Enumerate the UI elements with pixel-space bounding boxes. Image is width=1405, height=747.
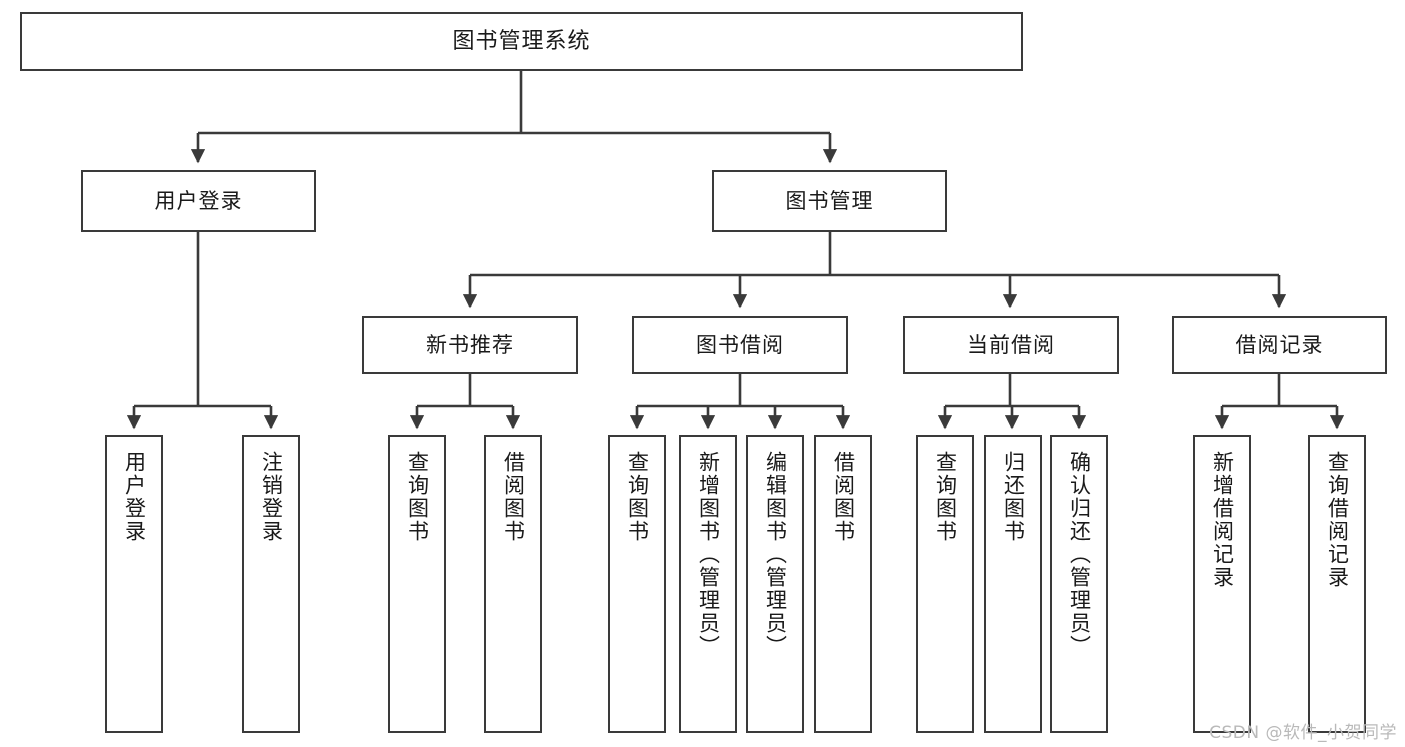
leaf-return-book[interactable]: 归还图书 <box>984 435 1042 733</box>
node-root-label: 图书管理系统 <box>452 28 591 54</box>
node-book-borrow[interactable]: 图书借阅 <box>632 316 848 374</box>
node-new-book-recommend-label: 新书推荐 <box>426 332 514 357</box>
leaf-query-record[interactable]: 查询借阅记录 <box>1308 435 1366 733</box>
node-new-book-recommend[interactable]: 新书推荐 <box>362 316 578 374</box>
leaf-confirm-return-label: 确认归还（管理员） <box>1067 451 1092 658</box>
node-book-manage-label: 图书管理 <box>785 188 874 213</box>
leaf-edit-book-label: 编辑图书（管理员） <box>763 451 788 658</box>
leaf-borrow-book-1[interactable]: 借阅图书 <box>484 435 542 733</box>
node-user-login[interactable]: 用户登录 <box>81 170 316 232</box>
node-borrow-record[interactable]: 借阅记录 <box>1172 316 1387 374</box>
leaf-borrow-book-1-label: 借阅图书 <box>501 451 526 543</box>
leaf-add-book-label: 新增图书（管理员） <box>696 451 721 658</box>
leaf-borrow-book-2-label: 借阅图书 <box>831 451 856 543</box>
leaf-edit-book[interactable]: 编辑图书（管理员） <box>746 435 804 733</box>
leaf-query-book-1-label: 查询图书 <box>405 451 430 543</box>
node-current-borrow-label: 当前借阅 <box>967 332 1055 357</box>
leaf-confirm-return[interactable]: 确认归还（管理员） <box>1050 435 1108 733</box>
leaf-query-book-2[interactable]: 查询图书 <box>608 435 666 733</box>
leaf-query-book-3-label: 查询图书 <box>933 451 958 543</box>
leaf-add-record[interactable]: 新增借阅记录 <box>1193 435 1251 733</box>
node-borrow-record-label: 借阅记录 <box>1235 332 1324 357</box>
leaf-user-login[interactable]: 用户登录 <box>105 435 163 733</box>
leaf-query-book-1[interactable]: 查询图书 <box>388 435 446 733</box>
leaf-borrow-book-2[interactable]: 借阅图书 <box>814 435 872 733</box>
leaf-user-logout-label: 注销登录 <box>259 451 284 543</box>
watermark: CSDN @软件_小贺同学 <box>1209 723 1397 743</box>
leaf-user-logout[interactable]: 注销登录 <box>242 435 300 733</box>
leaf-query-book-2-label: 查询图书 <box>625 451 650 543</box>
leaf-add-record-label: 新增借阅记录 <box>1210 451 1235 589</box>
leaf-query-record-label: 查询借阅记录 <box>1325 451 1350 589</box>
node-current-borrow[interactable]: 当前借阅 <box>903 316 1119 374</box>
leaf-query-book-3[interactable]: 查询图书 <box>916 435 974 733</box>
node-book-manage[interactable]: 图书管理 <box>712 170 947 232</box>
leaf-user-login-label: 用户登录 <box>122 451 147 543</box>
leaf-add-book[interactable]: 新增图书（管理员） <box>679 435 737 733</box>
node-book-borrow-label: 图书借阅 <box>696 332 784 357</box>
node-root[interactable]: 图书管理系统 <box>20 12 1023 71</box>
node-user-login-label: 用户登录 <box>154 188 243 213</box>
leaf-return-book-label: 归还图书 <box>1001 451 1026 543</box>
